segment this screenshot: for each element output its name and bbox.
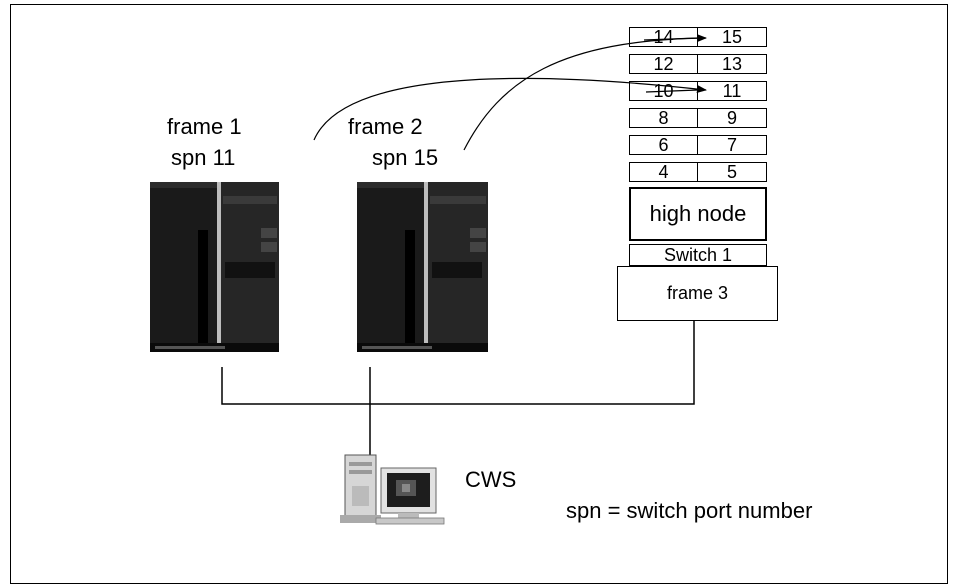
frame-3-base: frame 3: [617, 266, 778, 321]
frame-2-label: frame 2: [348, 114, 423, 139]
node-cell: 6: [629, 135, 698, 155]
node-cell: 8: [629, 108, 698, 128]
network-bus-line: [221, 321, 695, 405]
node-cell: 7: [697, 135, 767, 155]
node-cell: 12: [629, 54, 698, 74]
spn-legend: spn = switch port number: [566, 498, 813, 523]
node-cell: 4: [629, 162, 698, 182]
node-cell: 14: [629, 27, 698, 47]
frame-2-cabinet: [357, 182, 488, 352]
switch-1-box: Switch 1: [629, 244, 767, 266]
spn-15-arrow: [463, 34, 707, 151]
cws-label: CWS: [465, 467, 517, 492]
node-cell: 15: [697, 27, 767, 47]
frame-1-cabinet: [150, 182, 279, 352]
network-lines: [221, 321, 695, 455]
frame-1-spn-label: spn 11: [171, 145, 236, 170]
high-node-box: high node: [629, 187, 767, 241]
switch-port-arrows: [313, 34, 707, 151]
frame-1-label: frame 1: [167, 114, 242, 139]
node-cell: 13: [697, 54, 767, 74]
spn-11-arrow: [313, 77, 707, 141]
cws-computer-icon: [340, 454, 445, 525]
node-cell: 9: [697, 108, 767, 128]
node-cell: 10: [629, 81, 698, 101]
arrow-strike-lines: [643, 37, 699, 93]
node-cell: 5: [697, 162, 767, 182]
node-cell: 11: [697, 81, 767, 101]
frame-2-spn-label: spn 15: [372, 145, 439, 170]
